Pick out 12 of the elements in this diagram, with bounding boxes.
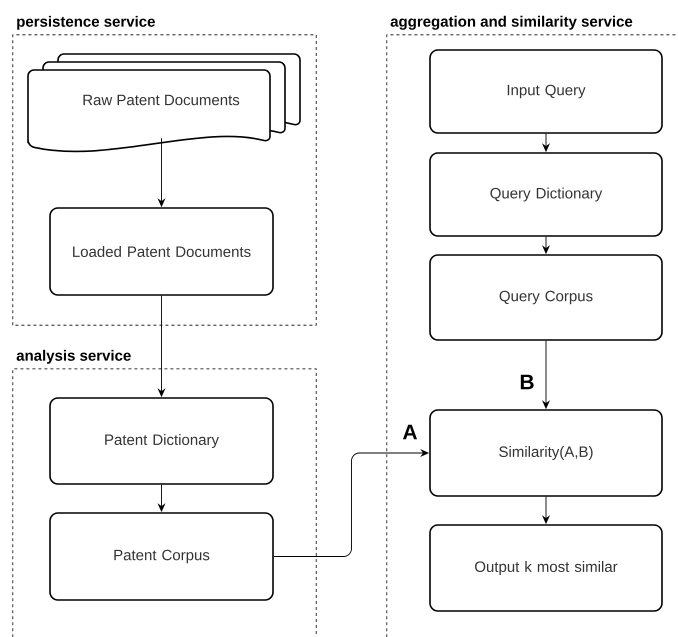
process-box: Query Corpus: [429, 254, 663, 341]
process-box: Output k most similar: [429, 524, 663, 612]
process-box: Query Dictionary: [429, 152, 663, 237]
process-box: Similarity(A,B): [429, 409, 663, 497]
process-box: Loaded Patent Documents: [49, 207, 274, 296]
edge-label: A: [402, 424, 418, 440]
document-stack: Raw Patent Documents: [27, 53, 301, 152]
process-box: Patent Corpus: [49, 512, 274, 601]
process-box: Input Query: [429, 49, 663, 134]
node-label: persistence service: [17, 16, 155, 30]
process-box: Patent Dictionary: [49, 397, 274, 485]
edge-label: B: [520, 374, 534, 390]
